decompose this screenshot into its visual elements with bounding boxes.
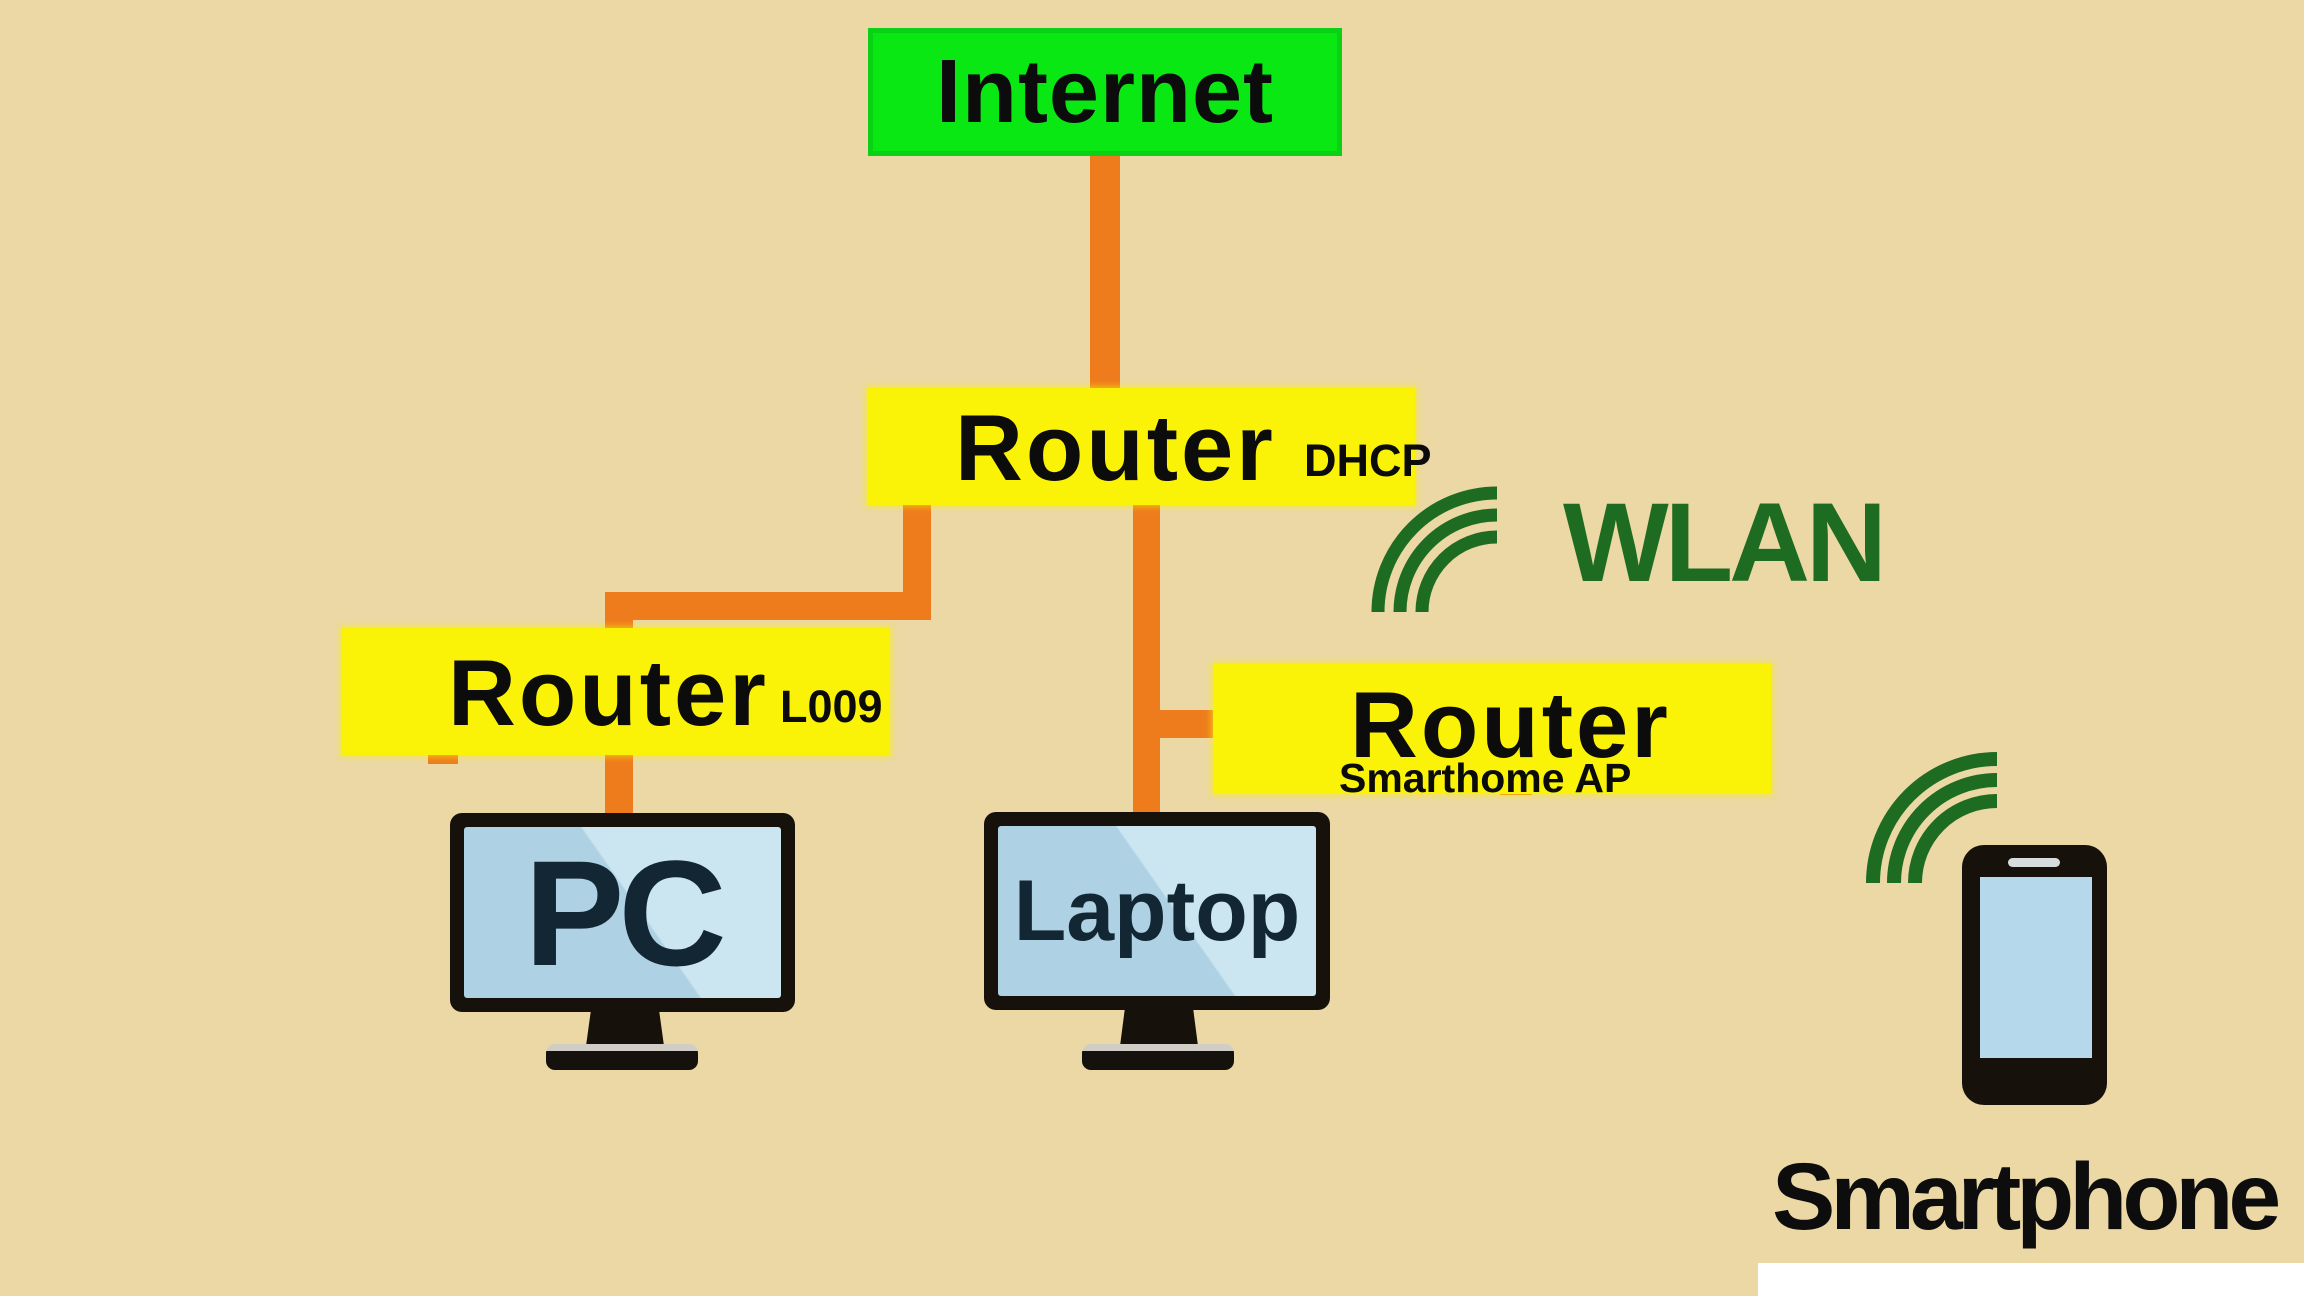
pc-label: PC xyxy=(524,828,726,997)
desktop-monitor-icon: PC xyxy=(450,813,795,1012)
router-l009-sublabel: L009 xyxy=(780,681,883,732)
pc-stand-neck xyxy=(586,1012,664,1046)
wlan-label: WLAN xyxy=(1563,480,1887,605)
node-router-smarthome: Router Smarthome AP xyxy=(1213,664,1771,799)
laptop-label: Laptop xyxy=(1013,863,1301,959)
smartphone-speaker xyxy=(2008,858,2060,867)
wifi-signal-icon xyxy=(1866,752,1997,883)
pc-screen: PC xyxy=(464,827,781,998)
cable-stub-artifact xyxy=(428,754,458,764)
router-l009-label: Router xyxy=(448,640,769,745)
laptop-stand-base xyxy=(1082,1044,1234,1070)
pc-stand-base xyxy=(546,1044,698,1070)
node-router-dhcp: Router DHCP xyxy=(867,388,1432,505)
cable-router-dhcp-to-laptop xyxy=(1133,500,1160,820)
node-internet: Internet xyxy=(868,28,1342,156)
laptop-screen: Laptop xyxy=(998,826,1316,996)
laptop-monitor-icon: Laptop xyxy=(984,812,1330,1010)
internet-label: Internet xyxy=(935,42,1275,142)
laptop-stand-neck xyxy=(1120,1010,1198,1046)
cable-router-dhcp-to-router-l009-horizontal xyxy=(605,592,931,620)
router-dhcp-sublabel: DHCP xyxy=(1304,435,1432,486)
router-smarthome-sublabel: Smarthome AP xyxy=(1339,755,1632,801)
router-dhcp-label: Router xyxy=(955,395,1276,500)
node-router-l009: Router L009 xyxy=(342,628,890,755)
router-smarthome-label: Router xyxy=(1350,672,1671,777)
cable-internet-to-router-dhcp xyxy=(1090,150,1120,392)
white-strip-artifact xyxy=(1758,1263,2304,1296)
smartphone-screen xyxy=(1980,877,2092,1058)
wifi-signal-icon xyxy=(1371,486,1497,612)
smartphone-label: Smartphone xyxy=(1772,1144,2281,1250)
